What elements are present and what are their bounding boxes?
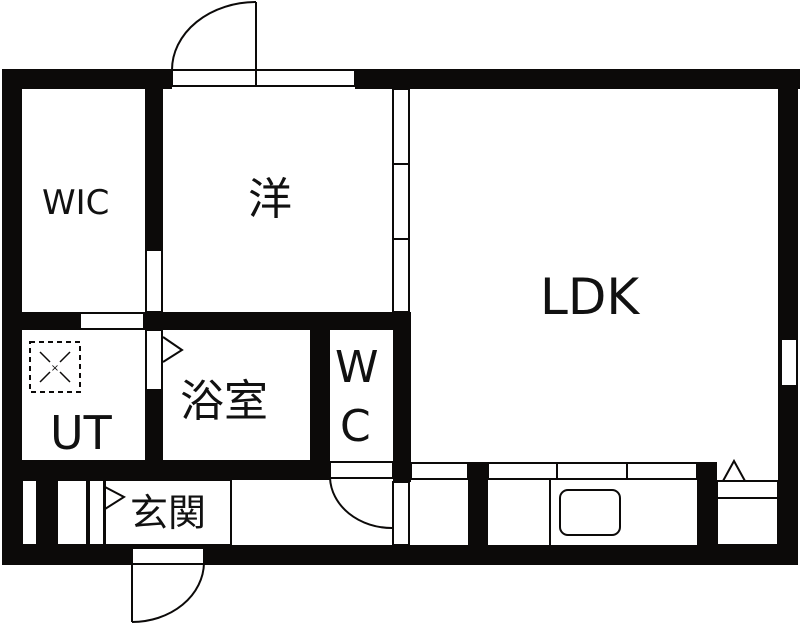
room-label-bathroom: 浴室 <box>180 376 268 427</box>
room-label-western-room: 洋 <box>248 174 292 225</box>
entrance-step <box>104 479 232 546</box>
room-label-toilet-w: W <box>335 342 379 393</box>
washer-pan-icon: × <box>29 341 81 393</box>
room-label-utility: UT <box>50 406 112 460</box>
interior-walls <box>20 85 717 548</box>
entrance-door-indicator-icon <box>104 486 126 510</box>
fridge-triangle-icon <box>722 458 746 482</box>
outer-walls <box>2 69 800 565</box>
windows <box>21 69 798 565</box>
room-label-entrance: 玄関 <box>130 491 207 535</box>
fridge-space <box>716 458 779 546</box>
room-label-ldk: LDK <box>540 268 640 326</box>
kitchen-counter <box>410 462 698 546</box>
room-label-toilet-c: C <box>340 401 371 452</box>
kitchen-sink-icon <box>559 489 621 536</box>
svg-text:×: × <box>51 363 59 374</box>
room-label-wic: WIC <box>42 183 110 223</box>
door-swings <box>131 1 393 623</box>
bath-door-indicator-icon <box>162 336 184 363</box>
